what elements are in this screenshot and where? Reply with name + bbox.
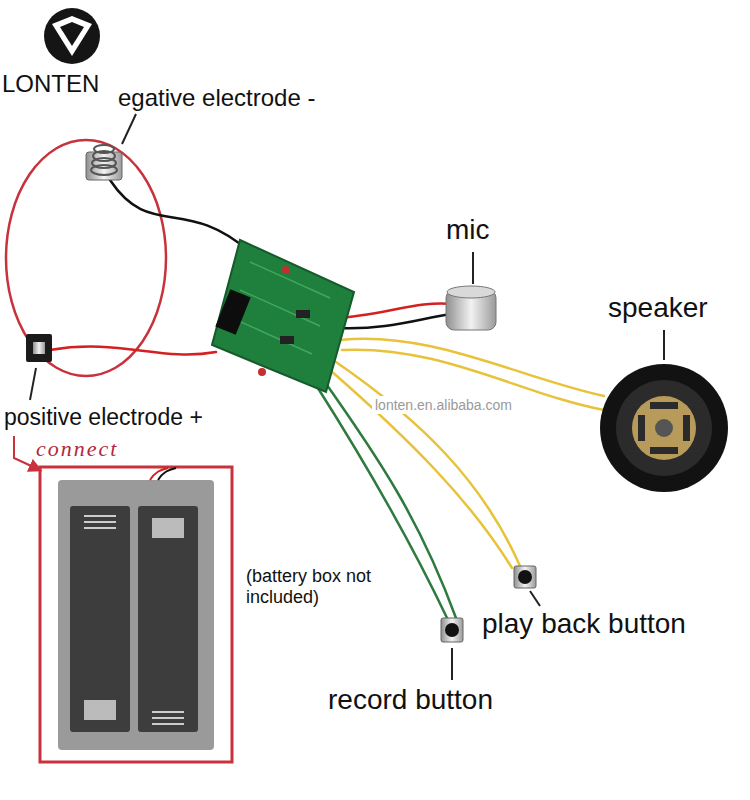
brand-name: LONTEN <box>2 70 99 98</box>
part-label: egative electrode - <box>118 84 315 112</box>
microphone <box>446 286 496 330</box>
wires <box>338 314 452 328</box>
circuit-board <box>280 336 294 344</box>
leader-lines <box>451 648 453 680</box>
record-button-part <box>441 618 463 642</box>
speaker-part <box>683 415 690 441</box>
part-label: play back button <box>482 608 686 640</box>
battery-box <box>152 712 184 724</box>
speaker-part <box>655 419 673 437</box>
part-label: speaker <box>608 292 708 324</box>
brand-logo <box>52 16 92 56</box>
leader-lines <box>30 368 36 400</box>
battery-box <box>58 480 214 750</box>
circuit-board <box>232 262 330 354</box>
speaker-part <box>632 396 696 460</box>
negative-spring-terminal <box>86 145 122 180</box>
leader-lines <box>30 114 664 680</box>
circuit-board <box>282 266 290 274</box>
leader-lines <box>472 252 474 284</box>
positive-terminal <box>26 334 52 362</box>
battery-box <box>84 700 116 720</box>
battery-box <box>158 468 176 480</box>
playback-button-part <box>514 566 536 588</box>
circuit-board <box>258 368 266 376</box>
part-label: positive electrode + <box>4 404 203 430</box>
circuit-board <box>212 240 354 392</box>
circuit-board <box>215 289 250 334</box>
leader-lines <box>530 591 540 606</box>
wires <box>110 180 250 252</box>
highlight-oval <box>6 140 166 376</box>
wires <box>340 339 604 396</box>
negative-spring-terminal <box>94 145 114 153</box>
speaker-part <box>600 364 728 492</box>
watermark: lonten.en.alibaba.com <box>372 396 515 414</box>
speaker-part <box>616 380 712 476</box>
leader-lines <box>122 114 136 144</box>
playback-button-part <box>518 570 532 584</box>
negative-spring-terminal <box>86 152 122 180</box>
leader-lines <box>663 330 665 360</box>
positive-terminal <box>33 342 45 354</box>
speaker-part <box>650 447 678 454</box>
brand-logo <box>44 8 100 64</box>
wires <box>50 347 216 355</box>
brand-logo <box>0 0 118 108</box>
part-label: record button <box>328 684 493 716</box>
brand-logo <box>0 0 118 108</box>
speaker-part <box>638 415 645 441</box>
record-button-part <box>445 623 459 637</box>
battery-box <box>138 506 198 732</box>
speaker-part <box>650 402 678 409</box>
microphone <box>447 286 495 298</box>
brand-logo <box>60 22 84 46</box>
part-label: mic <box>446 214 490 246</box>
battery-box <box>40 467 232 762</box>
battery-box <box>84 516 116 528</box>
playback-button-part <box>514 566 536 588</box>
battery-box <box>152 518 184 538</box>
speaker-part <box>600 364 728 492</box>
battery-box <box>70 506 130 732</box>
circuit-board <box>212 240 354 392</box>
note-text: connect <box>36 436 118 461</box>
battery-box <box>40 467 232 762</box>
record-button-part <box>441 618 463 642</box>
circuit-board <box>296 310 310 318</box>
positive-terminal <box>26 334 52 362</box>
note-text: (battery box not included) <box>246 566 406 607</box>
